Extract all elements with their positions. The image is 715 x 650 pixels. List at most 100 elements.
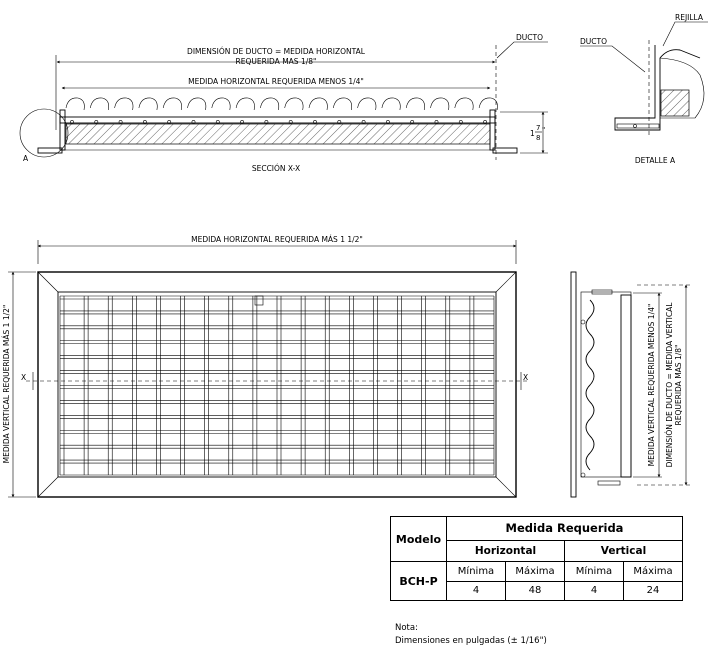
- louver-curl: [162, 97, 182, 111]
- side-screw-top: [580, 319, 586, 325]
- louver-pivot: [361, 120, 366, 124]
- detail-flange: [616, 123, 660, 129]
- louver-curl: [405, 97, 425, 111]
- louver-curl: [430, 97, 450, 111]
- louver-curl: [454, 97, 474, 111]
- detail-a-ref: A: [23, 154, 29, 163]
- detail-a-circle: [19, 108, 69, 158]
- miter-tl: [37, 271, 59, 293]
- louver-curl: [138, 97, 158, 111]
- louver-curls: [65, 97, 498, 124]
- cut-label-left: X: [21, 373, 26, 382]
- louver-curl: [478, 97, 498, 111]
- louver-curl: [235, 97, 255, 111]
- side-duct-label-line1: DIMENSIÓN DE DUCTO = MEDIDA VERTICAL: [665, 302, 674, 468]
- duct-dimension-label-line1: DIMENSIÓN DE DUCTO = MEDIDA HORIZONTAL: [187, 47, 366, 56]
- horizontal-minus-label: MEDIDA HORIZONTAL REQUERIDA MENOS 1/4": [188, 77, 364, 86]
- louver-pivot: [118, 120, 123, 124]
- miter-tr: [495, 271, 517, 293]
- side-blade-wave: [585, 299, 595, 471]
- detail-screw: [633, 124, 637, 128]
- louver-curl: [381, 97, 401, 111]
- side-vertical-minus-label: MEDIDA VERTICAL REQUERIDA MENOS 1/4": [647, 304, 656, 467]
- table-cell-v-max: 24: [623, 580, 683, 601]
- inner-frame: [57, 291, 497, 478]
- table-cell-h-max: 48: [505, 580, 565, 601]
- table-header-required: Medida Requerida: [446, 516, 683, 541]
- table-min-label-h: Mínima: [446, 561, 506, 582]
- table-max-label-h: Máxima: [505, 561, 565, 582]
- frame-right: [489, 109, 496, 151]
- detail-a-title: DETALLE A: [635, 156, 676, 165]
- louver-curl: [357, 97, 377, 111]
- table-min-label-v: Mínima: [564, 561, 624, 582]
- detail-blade-curve: [659, 57, 705, 119]
- flange-left: [37, 147, 63, 154]
- side-face: [570, 271, 577, 498]
- louver-pivot: [191, 120, 196, 124]
- louver-curl: [284, 97, 304, 111]
- depth-numerator: 7: [536, 124, 540, 132]
- detail-hatch: [660, 89, 690, 117]
- louver-key: [254, 295, 264, 306]
- louver-curl: [260, 97, 280, 111]
- table-header-model: Modelo: [390, 516, 447, 562]
- miter-bl: [37, 476, 59, 498]
- louver-pivot: [434, 120, 439, 124]
- duct-dimension-label-line2: REQUERIDA MAS 1/8": [236, 57, 317, 66]
- detail-frame-profile: [614, 45, 701, 131]
- side-duct-label-line2: REQUERIDA MAS 1/8": [674, 345, 683, 426]
- louver-pivot: [142, 120, 147, 124]
- louver-pivot: [240, 120, 245, 124]
- depth-denominator: 8: [536, 134, 540, 142]
- front-view: MEDIDA HORIZONTAL REQUERIDA MÁS 1 1/2" M…: [2, 235, 528, 498]
- flange-right: [492, 147, 518, 154]
- section-xx-view: DIMENSIÓN DE DUCTO = MEDIDA HORIZONTAL R…: [19, 33, 548, 173]
- ducto-leader: [496, 41, 548, 59]
- table-header-horizontal: Horizontal: [446, 539, 565, 563]
- table-cell-v-min: 4: [564, 580, 624, 601]
- louver-curl: [211, 97, 231, 111]
- louver-curl: [90, 97, 109, 111]
- side-body: [580, 291, 632, 478]
- louver-curl: [65, 97, 85, 111]
- louver-curl: [333, 97, 352, 111]
- louver-curl: [114, 97, 134, 111]
- louver-pivot: [337, 120, 342, 124]
- note-block: Nota: Dimensiones en pulgadas (± 1/16"): [395, 622, 547, 648]
- louver-pivot: [313, 120, 317, 124]
- section-title: SECCIÓN X-X: [252, 164, 300, 173]
- ducto-label: DUCTO: [516, 33, 543, 42]
- depth-whole: 1: [530, 129, 535, 138]
- depth-unit: ": [542, 126, 545, 134]
- section-hatch: [65, 123, 491, 145]
- specification-table: Modelo Medida Requerida Horizontal Verti…: [390, 516, 683, 601]
- louver-pivot: [458, 120, 463, 124]
- louver-pivot: [288, 120, 293, 124]
- louver-pivot: [70, 120, 74, 124]
- louver-curl: [187, 97, 207, 111]
- table-header-vertical: Vertical: [564, 539, 683, 563]
- louver-pivot: [483, 120, 488, 124]
- louver-curl: [308, 97, 328, 111]
- detail-ducto-label: DUCTO: [580, 37, 607, 46]
- side-screw-bottom: [580, 472, 586, 478]
- louver-pivot: [215, 120, 220, 124]
- side-bottom-clip: [597, 480, 621, 486]
- louver-pivot: [167, 120, 172, 124]
- side-rear-channel: [620, 294, 632, 478]
- detail-a-view: REJILLA DUCTO DETALLE A: [580, 13, 708, 165]
- detail-ducto-leader: [580, 45, 646, 73]
- table-cell-model: BCH-P: [390, 561, 447, 601]
- louver-grid: [59, 295, 495, 476]
- louver-pivot: [264, 120, 269, 124]
- louver-pivot: [410, 120, 415, 124]
- rejilla-leader: [662, 21, 708, 47]
- louver-bar: [59, 116, 496, 124]
- louver-pivot: [94, 120, 99, 124]
- side-top-clip: [591, 289, 613, 295]
- miter-br: [495, 476, 517, 498]
- note-title: Nota:: [395, 623, 418, 633]
- cut-label-right: X: [523, 373, 528, 382]
